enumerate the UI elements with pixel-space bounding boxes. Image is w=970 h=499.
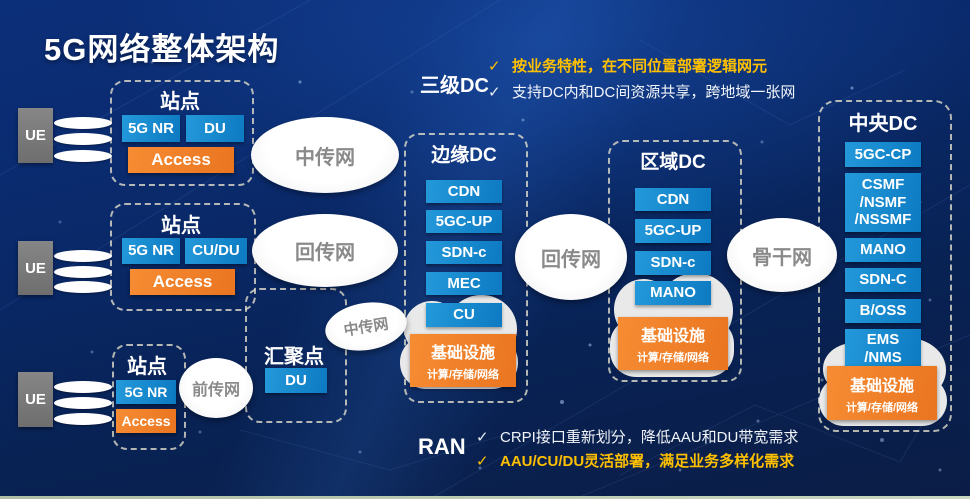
edge-node-cu: CU <box>426 303 502 327</box>
radio-wave-icon <box>54 150 112 162</box>
infra-subtitle: 计算/存储/网络 <box>636 352 710 364</box>
page-title: 5G网络整体架构 <box>44 32 280 67</box>
slide-bottom-edge <box>0 496 970 499</box>
site-3-title: 站点 <box>127 356 167 378</box>
edge-infrastructure: 基础设施 计算/存储/网络 <box>410 334 516 387</box>
radio-wave-icon <box>54 250 112 262</box>
node-cudu-2: CU/DU <box>185 238 247 264</box>
network-backhaul-1: 回传网 <box>252 214 398 287</box>
edge-node-5gc-up: 5GC-UP <box>426 210 502 233</box>
central-node-ems-nms: EMS /NMS <box>845 329 921 368</box>
radio-wave-icon <box>54 133 112 145</box>
node-access-1: Access <box>128 147 234 173</box>
ran-bullet-2-text: AAU/CU/DU灵活部署，满足业务多样化需求 <box>500 453 795 470</box>
check-icon: ✓ <box>488 84 501 101</box>
infra-title: 基础设施 <box>640 328 705 345</box>
central-dc-title: 中央DC <box>848 113 918 135</box>
radio-wave-icon <box>54 381 112 393</box>
central-node-sdn-c: SDN-C <box>845 268 921 292</box>
node-du-aggregation: DU <box>265 368 327 393</box>
ran-bullet-1: ✓ CRPI接口重新划分，降低AAU和DU带宽需求 <box>476 429 956 447</box>
ue-node-1: UE <box>18 108 53 163</box>
central-node-csmf-nsmf-nssmf: CSMF /NSMF /NSSMF <box>845 173 921 232</box>
regional-node-sdn-c: SDN-c <box>635 251 711 275</box>
edge-node-mec: MEC <box>426 272 502 295</box>
dc-bullet-2: ✓ 支持DC内和DC间资源共享，跨地域一张网 <box>488 84 958 102</box>
regional-node-5gc-up: 5GC-UP <box>635 219 711 243</box>
aggregation-group <box>245 288 347 423</box>
site-2-title: 站点 <box>161 215 201 237</box>
radio-wave-icon <box>54 397 112 409</box>
node-access-2: Access <box>130 269 235 295</box>
edge-node-cdn: CDN <box>426 180 502 203</box>
node-5gnr-3: 5G NR <box>116 380 176 404</box>
section-label-three-level-dc: 三级DC <box>420 75 489 97</box>
ue-node-3: UE <box>18 372 53 427</box>
regional-node-mano: MANO <box>635 281 711 305</box>
check-icon: ✓ <box>488 58 501 75</box>
check-icon: ✓ <box>476 453 489 470</box>
radio-wave-icon <box>54 413 112 425</box>
network-backhaul-2: 回传网 <box>515 214 627 300</box>
ue-node-2: UE <box>18 241 53 295</box>
infra-title: 基础设施 <box>430 345 495 362</box>
regional-node-cdn: CDN <box>635 188 711 211</box>
dc-bullet-1-text: 按业务特性，在不同位置部署逻辑网元 <box>512 58 768 75</box>
network-midhaul-1: 中传网 <box>251 117 399 193</box>
infra-subtitle: 计算/存储/网络 <box>426 369 500 381</box>
section-label-ran: RAN <box>418 434 466 459</box>
central-infrastructure: 基础设施 计算/存储/网络 <box>827 366 937 420</box>
ran-bullet-1-text: CRPI接口重新划分，降低AAU和DU带宽需求 <box>500 429 799 446</box>
node-du-1: DU <box>186 115 244 142</box>
radio-wave-icon <box>54 117 112 129</box>
edge-dc-title: 边缘DC <box>431 145 497 166</box>
central-node-mano: MANO <box>845 238 921 262</box>
infra-subtitle: 计算/存储/网络 <box>845 401 919 414</box>
node-5gnr-2: 5G NR <box>122 238 180 264</box>
infra-title: 基础设施 <box>849 377 914 395</box>
central-node-5gc-cp: 5GC-CP <box>845 142 921 167</box>
dc-bullet-2-text: 支持DC内和DC间资源共享，跨地域一张网 <box>512 84 796 101</box>
radio-wave-icon <box>54 266 112 278</box>
aggregation-title: 汇聚点 <box>264 346 324 368</box>
ran-bullet-2: ✓ AAU/CU/DU灵活部署，满足业务多样化需求 <box>476 453 956 471</box>
site-1-title: 站点 <box>160 91 200 113</box>
edge-node-sdn-c: SDN-c <box>426 241 502 264</box>
dc-bullet-1: ✓ 按业务特性，在不同位置部署逻辑网元 <box>488 58 958 76</box>
network-fronthaul: 前传网 <box>179 358 253 418</box>
check-icon: ✓ <box>476 429 489 446</box>
central-node-boss: B/OSS <box>845 299 921 323</box>
radio-wave-icon <box>54 281 112 293</box>
site-group-1 <box>110 80 254 186</box>
regional-dc-title: 区域DC <box>640 152 706 173</box>
network-backbone: 骨干网 <box>727 218 837 292</box>
node-access-3: Access <box>116 409 176 433</box>
node-5gnr-1: 5G NR <box>122 115 180 142</box>
regional-infrastructure: 基础设施 计算/存储/网络 <box>618 317 728 370</box>
